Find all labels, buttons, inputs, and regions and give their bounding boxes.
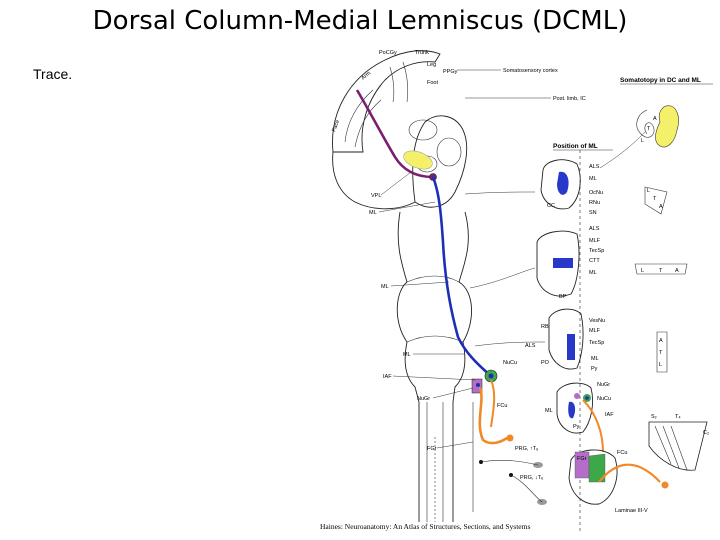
medulla-als: ALS xyxy=(525,343,536,349)
medulla-letter-a: A xyxy=(659,338,663,344)
midbrain-ml: ML xyxy=(589,176,597,182)
somatotopy-a: A xyxy=(653,116,657,122)
label-ml-lower: ML xyxy=(403,352,411,358)
orange-pathway-upper xyxy=(478,386,508,445)
somatotopy-inset: A T L xyxy=(636,105,679,148)
midbrain-sn: SN xyxy=(589,210,597,216)
pons-tecsp: TecSp xyxy=(589,248,604,254)
label-fcu: FCu xyxy=(497,403,507,409)
label-nucu: NuCu xyxy=(503,360,517,366)
somatotopy-t: T xyxy=(647,126,651,132)
figure-caption: Haines: Neuroanatomy: An Atlas of Struct… xyxy=(320,522,530,531)
dermatome-s2: S₂ xyxy=(651,414,657,420)
somatotopy-title: Somatotopy in DC and ML xyxy=(620,77,701,84)
label-leg: Leg xyxy=(427,62,436,68)
medulla-letter-t: T xyxy=(659,350,663,356)
pons-letter-a: A xyxy=(675,268,679,274)
medulla-po: PO xyxy=(541,360,550,366)
dcml-diagram: PoCGy Trunk Leg PPGy Arm Foot Face Somat… xyxy=(320,50,713,532)
medulla-vesnu: VesNu xyxy=(589,318,605,324)
dermatome-t4: T₄ xyxy=(675,414,681,420)
caudal-py: Py xyxy=(573,424,580,430)
label-face: Face xyxy=(331,119,341,133)
label-ml-upper: ML xyxy=(369,210,377,216)
midbrain-letter-l: L xyxy=(647,188,650,194)
label-trunk: Trunk xyxy=(415,50,429,56)
body-text: Trace. xyxy=(33,66,73,82)
label-fgr: FGr xyxy=(427,446,437,452)
caudal-medulla-section: NuGr NuCu IAF ML Py xyxy=(545,382,614,453)
midbrain-ocnu: OcNu xyxy=(589,190,603,196)
medulla-rb: RB xyxy=(541,324,549,330)
label-prg-t6-lower: PRG, ↓T₆ xyxy=(520,475,543,481)
brain-outline xyxy=(332,50,472,522)
label-somatosensory-cortex: Somatosensory cortex xyxy=(503,68,558,74)
slide-title: Dorsal Column-Medial Lemniscus (DCML) xyxy=(92,6,628,36)
pons-mlf: MLF xyxy=(589,238,601,244)
pons-section: BP ALS MLF TecSp CTT ML L T A xyxy=(536,226,688,300)
purple-pathway xyxy=(355,89,434,179)
midbrain-cc: CC xyxy=(547,203,555,209)
blue-pathway xyxy=(431,176,492,377)
medulla-letter-l: L xyxy=(659,362,662,368)
midbrain-section: CC ALS ML OcNu RNu SN L T A xyxy=(540,159,668,216)
medulla-tecsp: TecSp xyxy=(589,340,604,346)
midbrain-rnu: RNu xyxy=(589,200,600,206)
midbrain-letter-a: A xyxy=(659,204,663,210)
medulla-mlf: MLF xyxy=(589,328,601,334)
label-nugr: NuGr xyxy=(417,396,430,402)
dermatome-c2: C₂ xyxy=(703,430,709,436)
label-ppgy: PPGy xyxy=(443,69,458,75)
label-post-limb-ic: Post. limb, IC xyxy=(553,96,586,102)
pons-letter-l: L xyxy=(641,268,644,274)
caudal-nucu: NuCu xyxy=(597,396,611,402)
somatotopy-l: L xyxy=(641,138,644,144)
vpl-highlight xyxy=(403,150,433,170)
label-prg-t6: PRG, ↑T₆ xyxy=(515,446,538,452)
midbrain-als: ALS xyxy=(589,164,600,170)
label-vpl: VPL xyxy=(371,193,381,199)
label-ml-mid: ML xyxy=(381,284,389,290)
caudal-iaf: IAF xyxy=(605,412,614,418)
spinal-fgr: FGr xyxy=(577,456,587,462)
medulla-py: Py xyxy=(591,366,598,372)
spinal-laminae: Laminae III-V xyxy=(615,508,648,514)
label-arm: Arm xyxy=(360,70,372,81)
midbrain-letter-t: T xyxy=(653,196,657,202)
medulla-section: RB ALS PO VesNu MLF TecSp ML Py A T L xyxy=(525,308,668,373)
pons-bp: BP xyxy=(559,294,567,300)
label-foot: Foot xyxy=(427,80,438,86)
caudal-ml: ML xyxy=(545,408,553,414)
pons-letter-t: T xyxy=(659,268,663,274)
pons-ctt: CTT xyxy=(589,258,600,264)
medulla-ml: ML xyxy=(591,356,599,362)
dermatome-fan: S₂ T₄ C₂ xyxy=(648,414,709,471)
dcml-figure: PoCGy Trunk Leg PPGy Arm Foot Face Somat… xyxy=(315,42,720,538)
position-ml-title: Position of ML xyxy=(553,143,598,150)
label-pocgy: PoCGy xyxy=(379,50,397,56)
orange-pathway-lower xyxy=(490,379,496,428)
spinal-fcu: FCu xyxy=(617,450,627,456)
pons-ml: ML xyxy=(589,270,597,276)
spinal-section: FGr FCu Laminae III-V xyxy=(568,449,669,514)
caudal-nugr: NuGr xyxy=(597,382,610,388)
label-iaf: IAF xyxy=(383,374,392,380)
pons-als: ALS xyxy=(589,226,600,232)
